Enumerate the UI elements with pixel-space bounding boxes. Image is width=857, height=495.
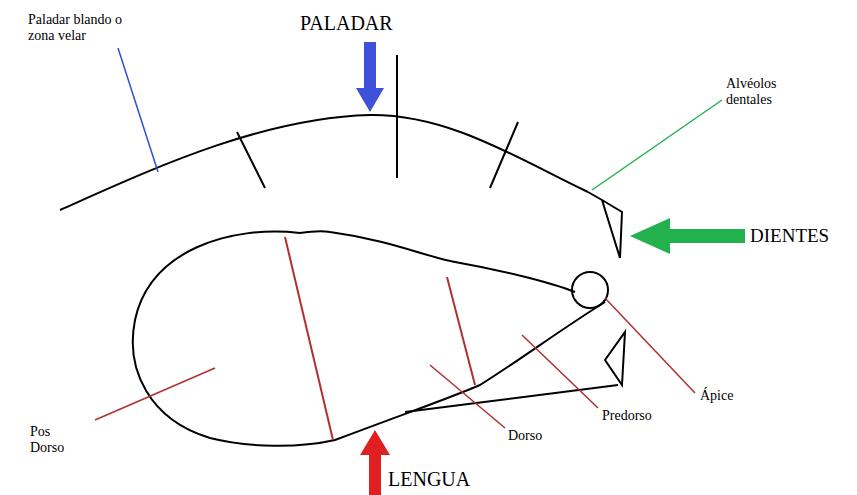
tongue-outline bbox=[133, 231, 605, 445]
palate-divider bbox=[490, 122, 518, 188]
tongue-divider bbox=[285, 237, 333, 440]
organ-title: DIENTES bbox=[750, 225, 850, 247]
organ-title: LENGUA bbox=[388, 468, 498, 491]
palate-arrow bbox=[356, 42, 384, 112]
part-label: Ápice bbox=[700, 388, 760, 404]
part-label: Paladar blando o zona velar bbox=[28, 12, 133, 44]
leader-line bbox=[95, 368, 215, 420]
part-label: Alvéolos dentales bbox=[726, 76, 796, 108]
leader-line bbox=[592, 100, 722, 190]
palate-outline bbox=[60, 115, 588, 210]
leader-line bbox=[522, 335, 598, 408]
organ-title: PALADAR bbox=[300, 12, 430, 35]
teeth-arrow bbox=[630, 218, 745, 254]
part-label: Predorso bbox=[602, 408, 682, 424]
leader-line bbox=[605, 298, 695, 393]
part-label: Pos Dorso bbox=[30, 424, 78, 456]
tongue-tip bbox=[572, 272, 608, 308]
leader-line bbox=[118, 48, 158, 172]
leader-line bbox=[430, 365, 505, 428]
tongue-arrow bbox=[360, 430, 390, 495]
tongue-divider bbox=[447, 277, 475, 385]
lower-lip-line bbox=[405, 385, 618, 412]
upper-tooth bbox=[588, 192, 622, 258]
lower-tooth bbox=[605, 332, 625, 385]
palate-divider bbox=[396, 55, 398, 178]
part-label: Dorso bbox=[508, 428, 568, 444]
palate-divider bbox=[237, 132, 265, 188]
